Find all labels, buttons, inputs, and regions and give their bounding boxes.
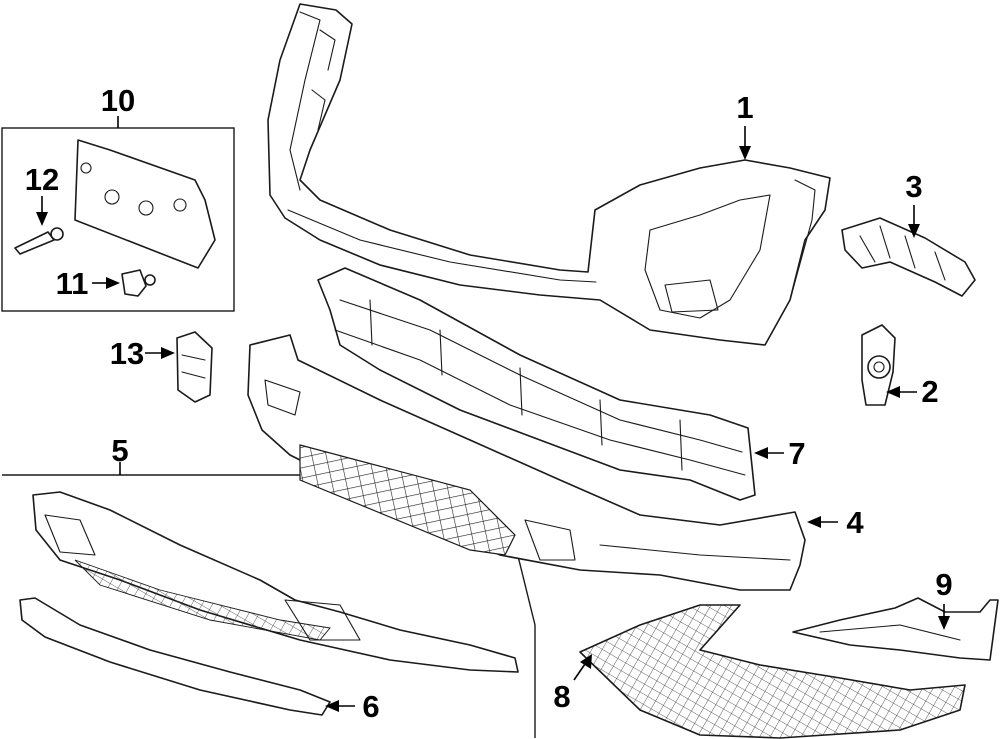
callout-11: 11 — [56, 266, 89, 301]
callout-4: 4 — [846, 505, 864, 540]
callout-9: 9 — [935, 567, 952, 602]
leader-lines — [36, 116, 950, 712]
callout-5: 5 — [111, 433, 128, 468]
part-7-absorber — [317, 267, 756, 501]
callout-3: 3 — [905, 169, 922, 204]
part-1-bumper-cover — [267, 3, 831, 346]
callout-8: 8 — [553, 679, 570, 714]
callout-13: 13 — [110, 336, 144, 371]
part-10-license-bracket — [74, 139, 216, 269]
callout-7: 7 — [788, 436, 805, 471]
callout-12: 12 — [25, 162, 59, 197]
callout-1: 1 — [736, 90, 753, 125]
part-3-bracket — [841, 217, 976, 297]
part-8-under-shield — [579, 604, 966, 739]
part-12-rivet — [14, 227, 64, 255]
part-11-screw — [121, 269, 156, 297]
callout-2: 2 — [921, 374, 938, 409]
part-2-sensor-bracket — [861, 324, 896, 406]
callout-10: 10 — [101, 83, 135, 118]
part-13-clip — [176, 331, 213, 403]
callout-6: 6 — [362, 689, 379, 724]
part-9-deflector — [792, 597, 999, 661]
part-6-strip — [19, 597, 331, 716]
part-5-lower-trim — [32, 491, 519, 673]
part-4-lower-cover — [247, 334, 806, 591]
